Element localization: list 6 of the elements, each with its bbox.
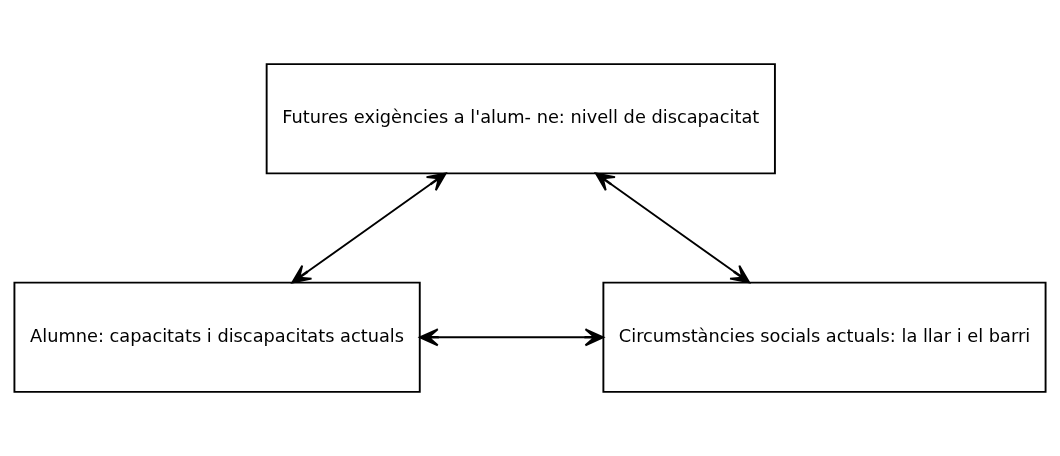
arrow	[419, 328, 605, 347]
arrow	[291, 172, 447, 284]
arrow	[594, 172, 751, 284]
node-box: Circumstàncies socials actuals: la llar i el barri	[602, 281, 1047, 393]
node-box: Futures exigències a l'alum- ne: nivell de discapacitat	[265, 63, 776, 175]
node-box: Alumne: capacitats i discapacitats actuals	[13, 281, 421, 393]
